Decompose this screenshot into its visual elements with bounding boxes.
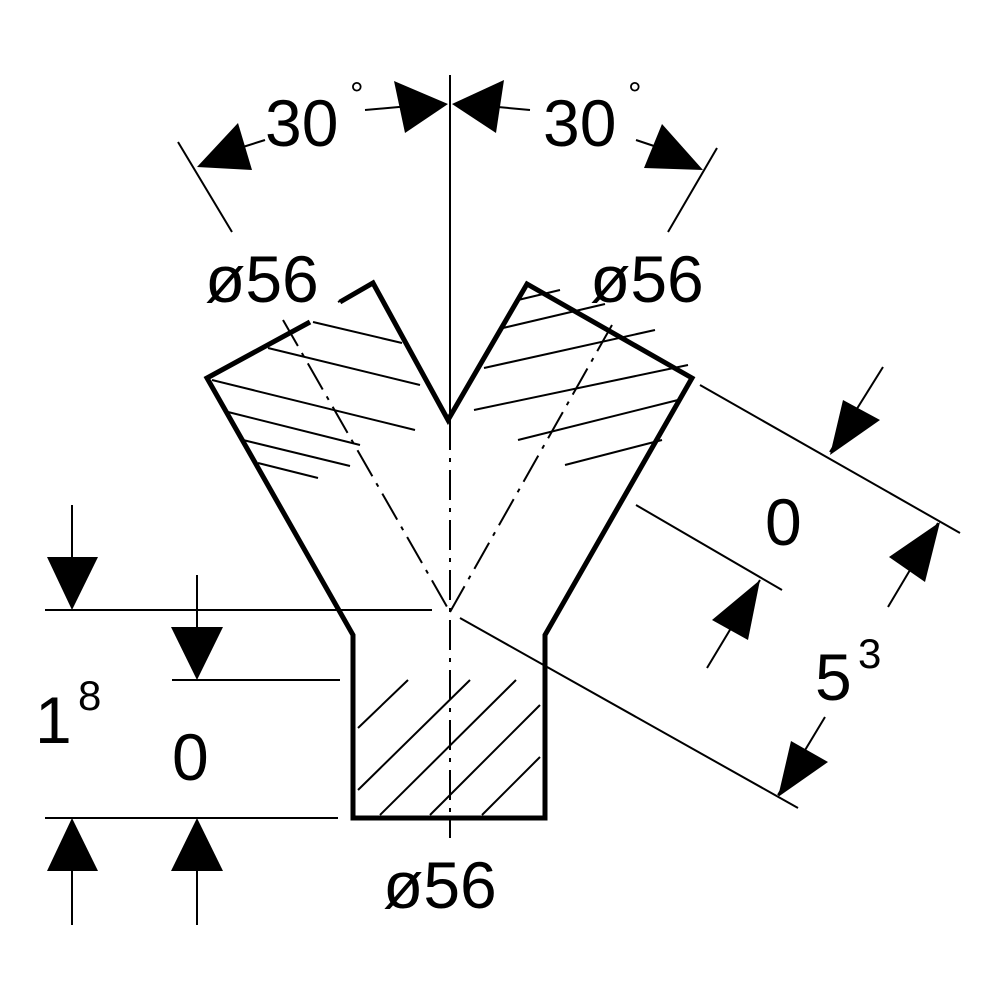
dia-bottom-label: ø56 bbox=[383, 848, 497, 922]
dia-right-label: ø56 bbox=[590, 242, 704, 316]
arrow-oblique-outer-up bbox=[889, 522, 940, 582]
hatch-line bbox=[517, 399, 679, 441]
hatch-line bbox=[473, 364, 689, 411]
hatch-line bbox=[227, 411, 361, 446]
arrow-oblique-outer-down bbox=[778, 741, 828, 797]
dimension-lines bbox=[45, 105, 961, 925]
left-arm-axis bbox=[282, 319, 451, 613]
hatch-line bbox=[357, 679, 409, 729]
center-lines bbox=[282, 75, 613, 838]
y-body-outline bbox=[203, 279, 696, 821]
dia-left-leader bbox=[337, 291, 358, 303]
hatch-line bbox=[312, 321, 403, 344]
part-outline bbox=[203, 279, 696, 821]
arrow-oblique-top bbox=[830, 400, 880, 455]
hatch-line bbox=[564, 439, 663, 466]
oblique-outer-value: 5 bbox=[815, 640, 852, 714]
arrowheads bbox=[47, 80, 940, 871]
arrow-vertical-inner-top bbox=[171, 627, 223, 680]
oblique-extension-base bbox=[459, 617, 799, 809]
oblique-extension-inner bbox=[635, 504, 783, 591]
angle-right-value: 30 bbox=[543, 86, 616, 160]
arrow-angle-right bbox=[644, 124, 703, 170]
hatch-line bbox=[267, 347, 421, 386]
angle-right-unit: ° bbox=[628, 76, 642, 114]
hatch-line bbox=[429, 704, 541, 816]
oblique-extension-outer bbox=[699, 384, 961, 534]
hatch-line bbox=[357, 679, 471, 791]
angle-extension-left bbox=[177, 141, 233, 233]
arrow-vertical-outer-bottom bbox=[47, 818, 98, 871]
oblique-inner-value: 0 bbox=[765, 485, 802, 559]
hatch-line bbox=[481, 756, 541, 816]
vertical-outer-value: 1 bbox=[35, 683, 72, 757]
arrow-angle-center-right bbox=[452, 80, 504, 133]
angle-left-unit: ° bbox=[350, 76, 364, 114]
arrow-vertical-inner-bottom bbox=[171, 818, 223, 871]
arrow-angle-left bbox=[197, 123, 252, 170]
angle-left-value: 30 bbox=[265, 86, 338, 160]
hatch-line bbox=[517, 289, 561, 301]
oblique-outer-sup: 3 bbox=[858, 630, 881, 677]
dimension-text: 30 ° 30 ° ø56 ø56 ø56 0 5 3 1 8 0 bbox=[35, 76, 881, 922]
hatch-line bbox=[257, 462, 319, 479]
vertical-outer-sup: 8 bbox=[78, 672, 101, 719]
arrow-oblique-mid bbox=[712, 580, 760, 640]
hatch-line bbox=[379, 679, 517, 816]
right-arm-axis bbox=[449, 324, 613, 613]
hatch-line bbox=[502, 303, 606, 329]
section-hatching bbox=[211, 289, 689, 816]
angle-extension-right bbox=[667, 147, 718, 233]
arrow-vertical-outer-top bbox=[47, 557, 98, 610]
vertical-inner-value: 0 bbox=[172, 720, 209, 794]
hatch-line bbox=[242, 439, 351, 467]
dia-left-label: ø56 bbox=[205, 242, 319, 316]
hatch-line bbox=[211, 379, 416, 431]
arrow-angle-center-left bbox=[394, 81, 448, 133]
hatch-line bbox=[483, 329, 656, 369]
